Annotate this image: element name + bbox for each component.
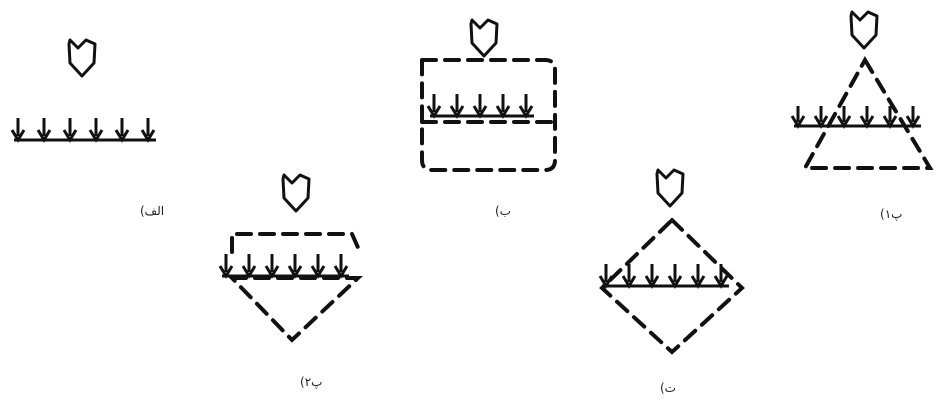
arrow-row — [218, 254, 349, 279]
down-arrow-icon — [218, 254, 234, 279]
down-arrow-icon — [836, 106, 852, 129]
down-arrow-icon — [690, 264, 706, 289]
down-arrow-icon — [518, 94, 534, 119]
rounded-rectangle-outline — [420, 58, 557, 172]
down-arrow-icon — [495, 94, 511, 119]
triangle-outline — [801, 56, 934, 170]
down-arrow-icon — [667, 264, 683, 289]
pen-icon — [469, 18, 499, 58]
down-arrow-icon — [62, 118, 78, 143]
down-arrow-icon — [449, 94, 465, 119]
arrow-row — [426, 94, 534, 119]
down-arrow-icon — [621, 264, 637, 289]
down-arrow-icon — [882, 106, 898, 129]
down-arrow-icon — [114, 118, 130, 143]
panel-label-alef: الف) — [140, 204, 164, 218]
down-arrow-icon — [713, 264, 729, 289]
down-arrow-icon — [333, 254, 349, 279]
down-arrow-icon — [10, 118, 26, 143]
panel-label-te: ت) — [660, 381, 676, 395]
down-arrow-icon — [287, 254, 303, 279]
arrow-row — [598, 264, 729, 289]
down-arrow-icon — [598, 264, 614, 289]
down-arrow-icon — [426, 94, 442, 119]
inverted-triangle-outline — [227, 276, 364, 343]
down-arrow-icon — [310, 254, 326, 279]
down-arrow-icon — [472, 94, 488, 119]
down-arrow-icon — [140, 118, 156, 143]
down-arrow-icon — [644, 264, 660, 289]
pen-icon — [281, 173, 311, 213]
down-arrow-icon — [264, 254, 280, 279]
down-arrow-icon — [813, 106, 829, 129]
arrow-row — [790, 106, 921, 129]
down-arrow-icon — [241, 254, 257, 279]
panel-label-pe2: پ۲) — [300, 375, 322, 389]
panel-pe1: پ۱) — [790, 10, 934, 221]
panel-be: ب) — [420, 18, 557, 218]
pen-icon — [849, 10, 879, 50]
panel-label-pe1: پ۱) — [880, 207, 902, 221]
panel-te: ت) — [598, 168, 745, 395]
down-arrow-icon — [859, 106, 875, 129]
down-arrow-icon — [905, 106, 921, 129]
pen-icon — [67, 38, 97, 78]
arrow-row — [10, 118, 156, 143]
panel-pe2: پ۲) — [218, 173, 364, 389]
down-arrow-icon — [88, 118, 104, 143]
pen-icon — [655, 168, 685, 208]
top-bracket-outline — [230, 232, 362, 254]
down-arrow-icon — [790, 106, 806, 129]
diamond-outline — [599, 217, 745, 355]
down-arrow-icon — [36, 118, 52, 143]
panel-label-be: ب) — [495, 204, 511, 218]
panel-alef: الف) — [10, 38, 164, 218]
